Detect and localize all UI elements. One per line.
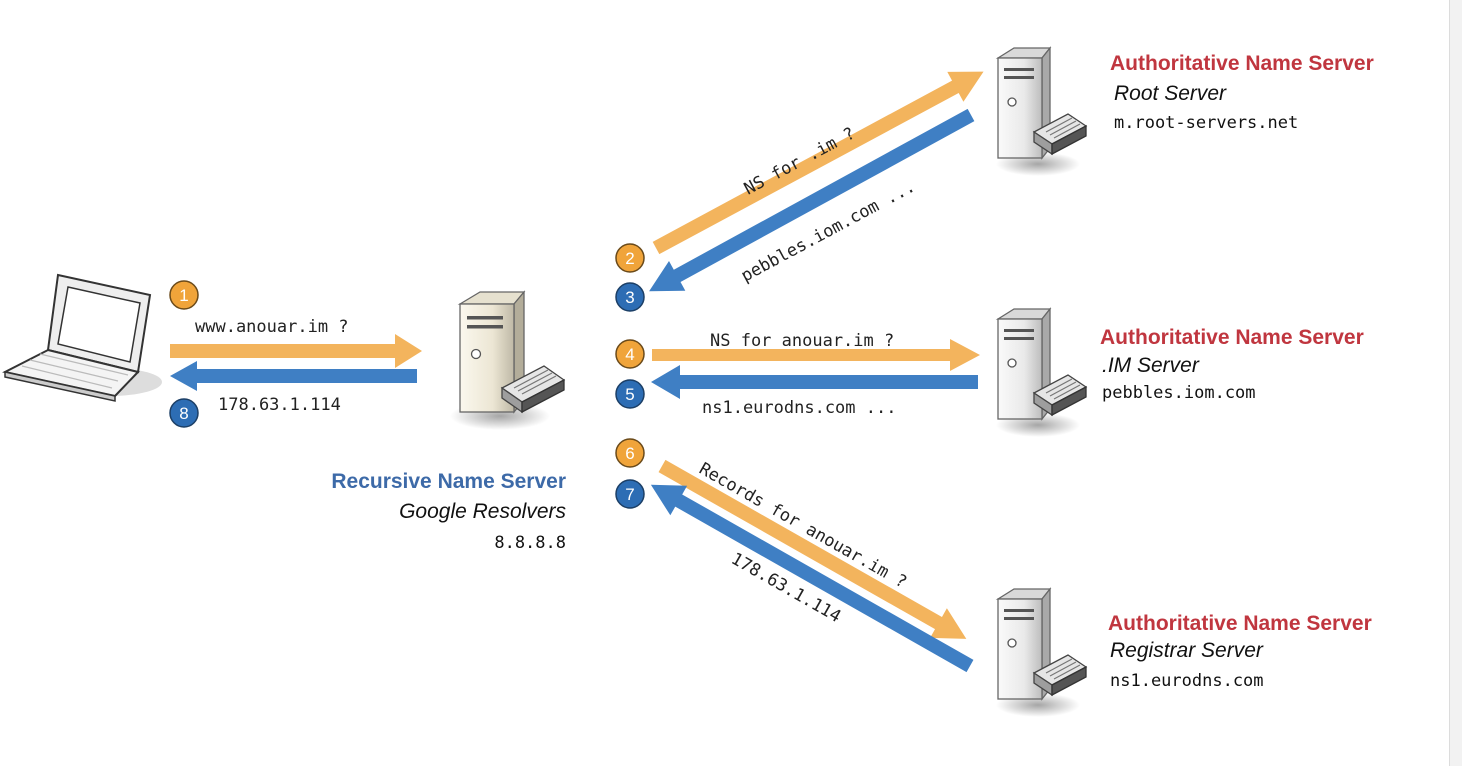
im-title: Authoritative Name Server: [1100, 326, 1364, 349]
recursive-title: Recursive Name Server: [331, 470, 566, 493]
svg-text:4: 4: [625, 345, 634, 364]
registrar-subtitle: Registrar Server: [1110, 639, 1264, 662]
root-subtitle: Root Server: [1114, 82, 1227, 105]
root-server-icon: [995, 47, 1087, 177]
registrar-address: ns1.eurodns.com: [1110, 671, 1264, 691]
step-badge-6: 6: [615, 438, 645, 468]
window-edge: [1449, 0, 1462, 766]
query-arrow-4: [652, 339, 980, 371]
root-address: m.root-servers.net: [1114, 113, 1298, 133]
query-arrow-6: [658, 459, 967, 639]
step-badge-2: 2: [615, 243, 645, 273]
im-subtitle: .IM Server: [1102, 354, 1200, 377]
svg-text:6: 6: [625, 444, 634, 463]
root-title: Authoritative Name Server: [1110, 52, 1374, 75]
step-5-label: ns1.eurodns.com ...: [702, 398, 896, 418]
step-badge-1: 1: [169, 280, 199, 310]
registrar-server-icon: [995, 588, 1087, 718]
svg-text:1: 1: [179, 286, 188, 305]
step-1-label: www.anouar.im ?: [195, 317, 349, 337]
registrar-title: Authoritative Name Server: [1108, 612, 1372, 635]
step-badge-4: 4: [615, 339, 645, 369]
query-arrow-1: [170, 334, 422, 368]
step-4-label: NS for anouar.im ?: [710, 331, 894, 351]
laptop-icon: [2, 273, 162, 402]
answer-arrow-5: [651, 365, 978, 399]
step-8-label: 178.63.1.114: [218, 395, 341, 415]
step-badge-8: 8: [169, 398, 199, 428]
svg-text:3: 3: [625, 288, 634, 307]
svg-text:5: 5: [625, 385, 634, 404]
recursive-server-icon: [449, 291, 565, 431]
answer-arrow-3: [649, 108, 975, 292]
svg-text:8: 8: [179, 404, 188, 423]
svg-text:2: 2: [625, 249, 634, 268]
recursive-subtitle: Google Resolvers: [399, 500, 566, 523]
im-server-icon: [995, 308, 1087, 438]
answer-arrow-8: [170, 361, 417, 391]
step-badge-5: 5: [615, 379, 645, 409]
step-badge-7: 7: [615, 479, 645, 509]
svg-text:7: 7: [625, 485, 634, 504]
answer-arrow-7: [650, 484, 974, 673]
query-arrow-2: [652, 71, 984, 255]
recursive-address: 8.8.8.8: [494, 533, 566, 553]
step-badge-3: 3: [615, 282, 645, 312]
im-address: pebbles.iom.com: [1102, 383, 1256, 403]
